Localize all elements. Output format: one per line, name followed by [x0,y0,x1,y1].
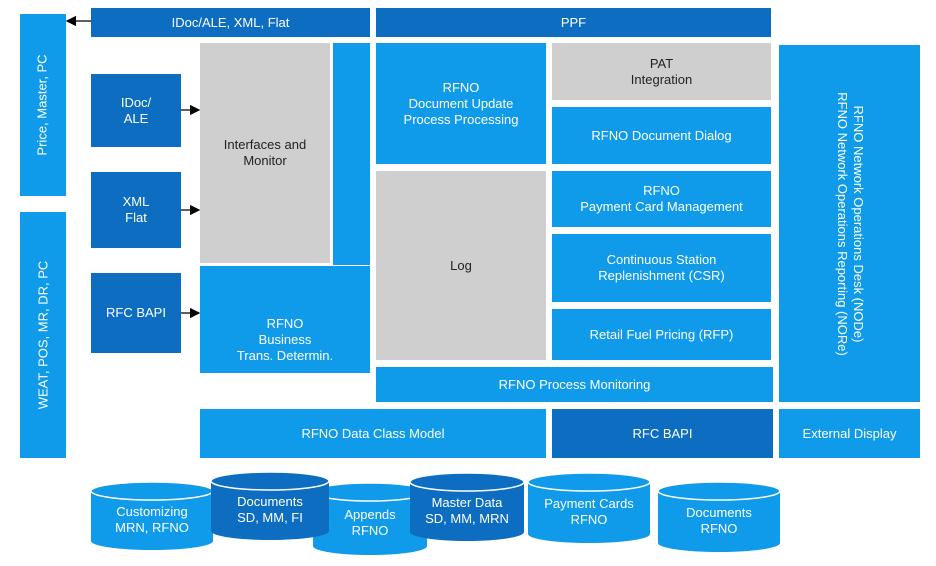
business-trans-determin-box: RFNO Business Trans. Determin. [200,266,370,373]
document-update-box: RFNO Document Update Process Processing [376,43,546,164]
ppf-bar: PPF [376,8,771,37]
database-body [658,491,780,552]
idoc-ale-xml-flat-bar: IDoc/ALE, XML, Flat [91,8,370,37]
interfaces-frame-right-strip [333,43,370,265]
database-top [210,471,330,491]
interfaces-and-monitor-box: Interfaces and Monitor [200,43,330,263]
database-body [410,482,524,541]
xml-flat-box: XML Flat [91,172,181,248]
database-label-payment-cards: Payment Cards RFNO [544,496,634,527]
pat-integration-box: PAT Integration [552,43,771,100]
database-payment-cards [527,472,651,543]
rfc-bapi-bottom-box: RFC BAPI [552,409,773,458]
left-bar-weat-pos: WEAT, POS, MR, DR, PC [20,212,66,458]
external-display-box: External Display [779,409,920,458]
database-label-documents-sd: Documents SD, MM, FI [237,494,303,525]
network-operations-box: RFNO Network Operations Desk (NODe) RFNO… [779,45,920,402]
payment-card-management-box: RFNO Payment Card Management [552,171,771,227]
document-dialog-box: RFNO Document Dialog [552,107,771,164]
database-label-master-data: Master Data SD, MM, MRN [425,495,509,526]
database-body [91,491,213,550]
database-documents-sd [210,471,330,540]
data-class-model-bar: RFNO Data Class Model [200,409,546,458]
rfc-bapi-input-box: RFC BAPI [91,273,181,353]
database-label-appends: Appends RFNO [344,507,396,538]
left-bar-price-master: Price, Master, PC [20,14,66,196]
process-monitoring-bar: RFNO Process Monitoring [376,367,773,402]
database-label-documents-rfno: Documents RFNO [686,505,752,536]
database-body [211,481,329,540]
log-box: Log [376,171,546,360]
database-documents-rfno [657,481,781,552]
database-label-customizing: Customizing MRN, RFNO [115,504,189,535]
retail-fuel-pricing-box: Retail Fuel Pricing (RFP) [552,309,771,360]
database-top [409,472,525,492]
database-body [313,492,427,555]
database-master-data [409,472,525,541]
database-top [527,472,651,492]
database-body [528,482,650,543]
idoc-ale-box: IDoc/ ALE [91,74,181,147]
csr-box: Continuous Station Replenishment (CSR) [552,234,771,302]
database-top [657,481,781,501]
